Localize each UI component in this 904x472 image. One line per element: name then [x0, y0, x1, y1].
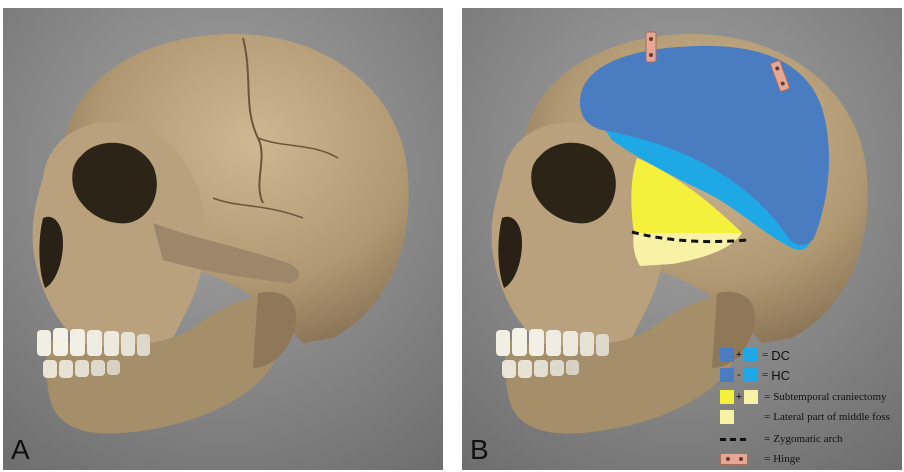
- legend-eq: =: [764, 411, 770, 423]
- legend-label-dc: DC: [771, 348, 790, 363]
- legend-row-hc: - = HC: [720, 366, 790, 384]
- legend-label-subtemporal: Subtemporal craniectomy: [773, 391, 886, 403]
- legend-op: -: [734, 369, 744, 381]
- hinge-icon: [646, 32, 656, 62]
- legend-label-zygomatic: Zygomatic arch: [773, 433, 842, 445]
- legend: + = DC - = HC + = Subtemporal craniectom…: [720, 346, 902, 470]
- legend-row-hinge: = Hinge: [720, 450, 800, 468]
- legend-eq: =: [764, 391, 770, 403]
- skull-image-a: [3, 8, 443, 470]
- legend-row-zygomatic: = Zygomatic arch: [720, 430, 843, 448]
- panel-label-b: B: [470, 434, 489, 466]
- legend-dashed-line: [720, 438, 746, 441]
- panel-label-a: A: [11, 434, 30, 466]
- legend-swatch-pale-yellow: [720, 410, 734, 424]
- hinge-icon: [720, 453, 748, 465]
- legend-label-hc: HC: [771, 368, 790, 383]
- panel-b: B + = DC - = HC + = Subtemporal craniect…: [462, 8, 902, 470]
- legend-op: +: [734, 391, 744, 403]
- panel-a: A: [3, 8, 443, 470]
- legend-row-middle-fossa: = Lateral part of middle foss: [720, 408, 890, 426]
- legend-row-subtemporal: + = Subtemporal craniectomy: [720, 388, 887, 406]
- legend-label-hinge: Hinge: [773, 453, 800, 465]
- legend-swatch-dark-blue: [720, 368, 734, 382]
- legend-swatch-light-blue: [744, 348, 758, 362]
- legend-swatch-dark-blue: [720, 348, 734, 362]
- legend-eq: =: [764, 453, 770, 465]
- legend-swatch-pale-yellow: [744, 390, 758, 404]
- legend-row-dc: + = DC: [720, 346, 790, 364]
- legend-swatch-yellow: [720, 390, 734, 404]
- legend-op: +: [734, 349, 744, 361]
- legend-swatch-light-blue: [744, 368, 758, 382]
- legend-eq: =: [762, 349, 768, 361]
- legend-eq: =: [764, 433, 770, 445]
- legend-eq: =: [762, 369, 768, 381]
- legend-label-middle-fossa: Lateral part of middle foss: [773, 411, 890, 423]
